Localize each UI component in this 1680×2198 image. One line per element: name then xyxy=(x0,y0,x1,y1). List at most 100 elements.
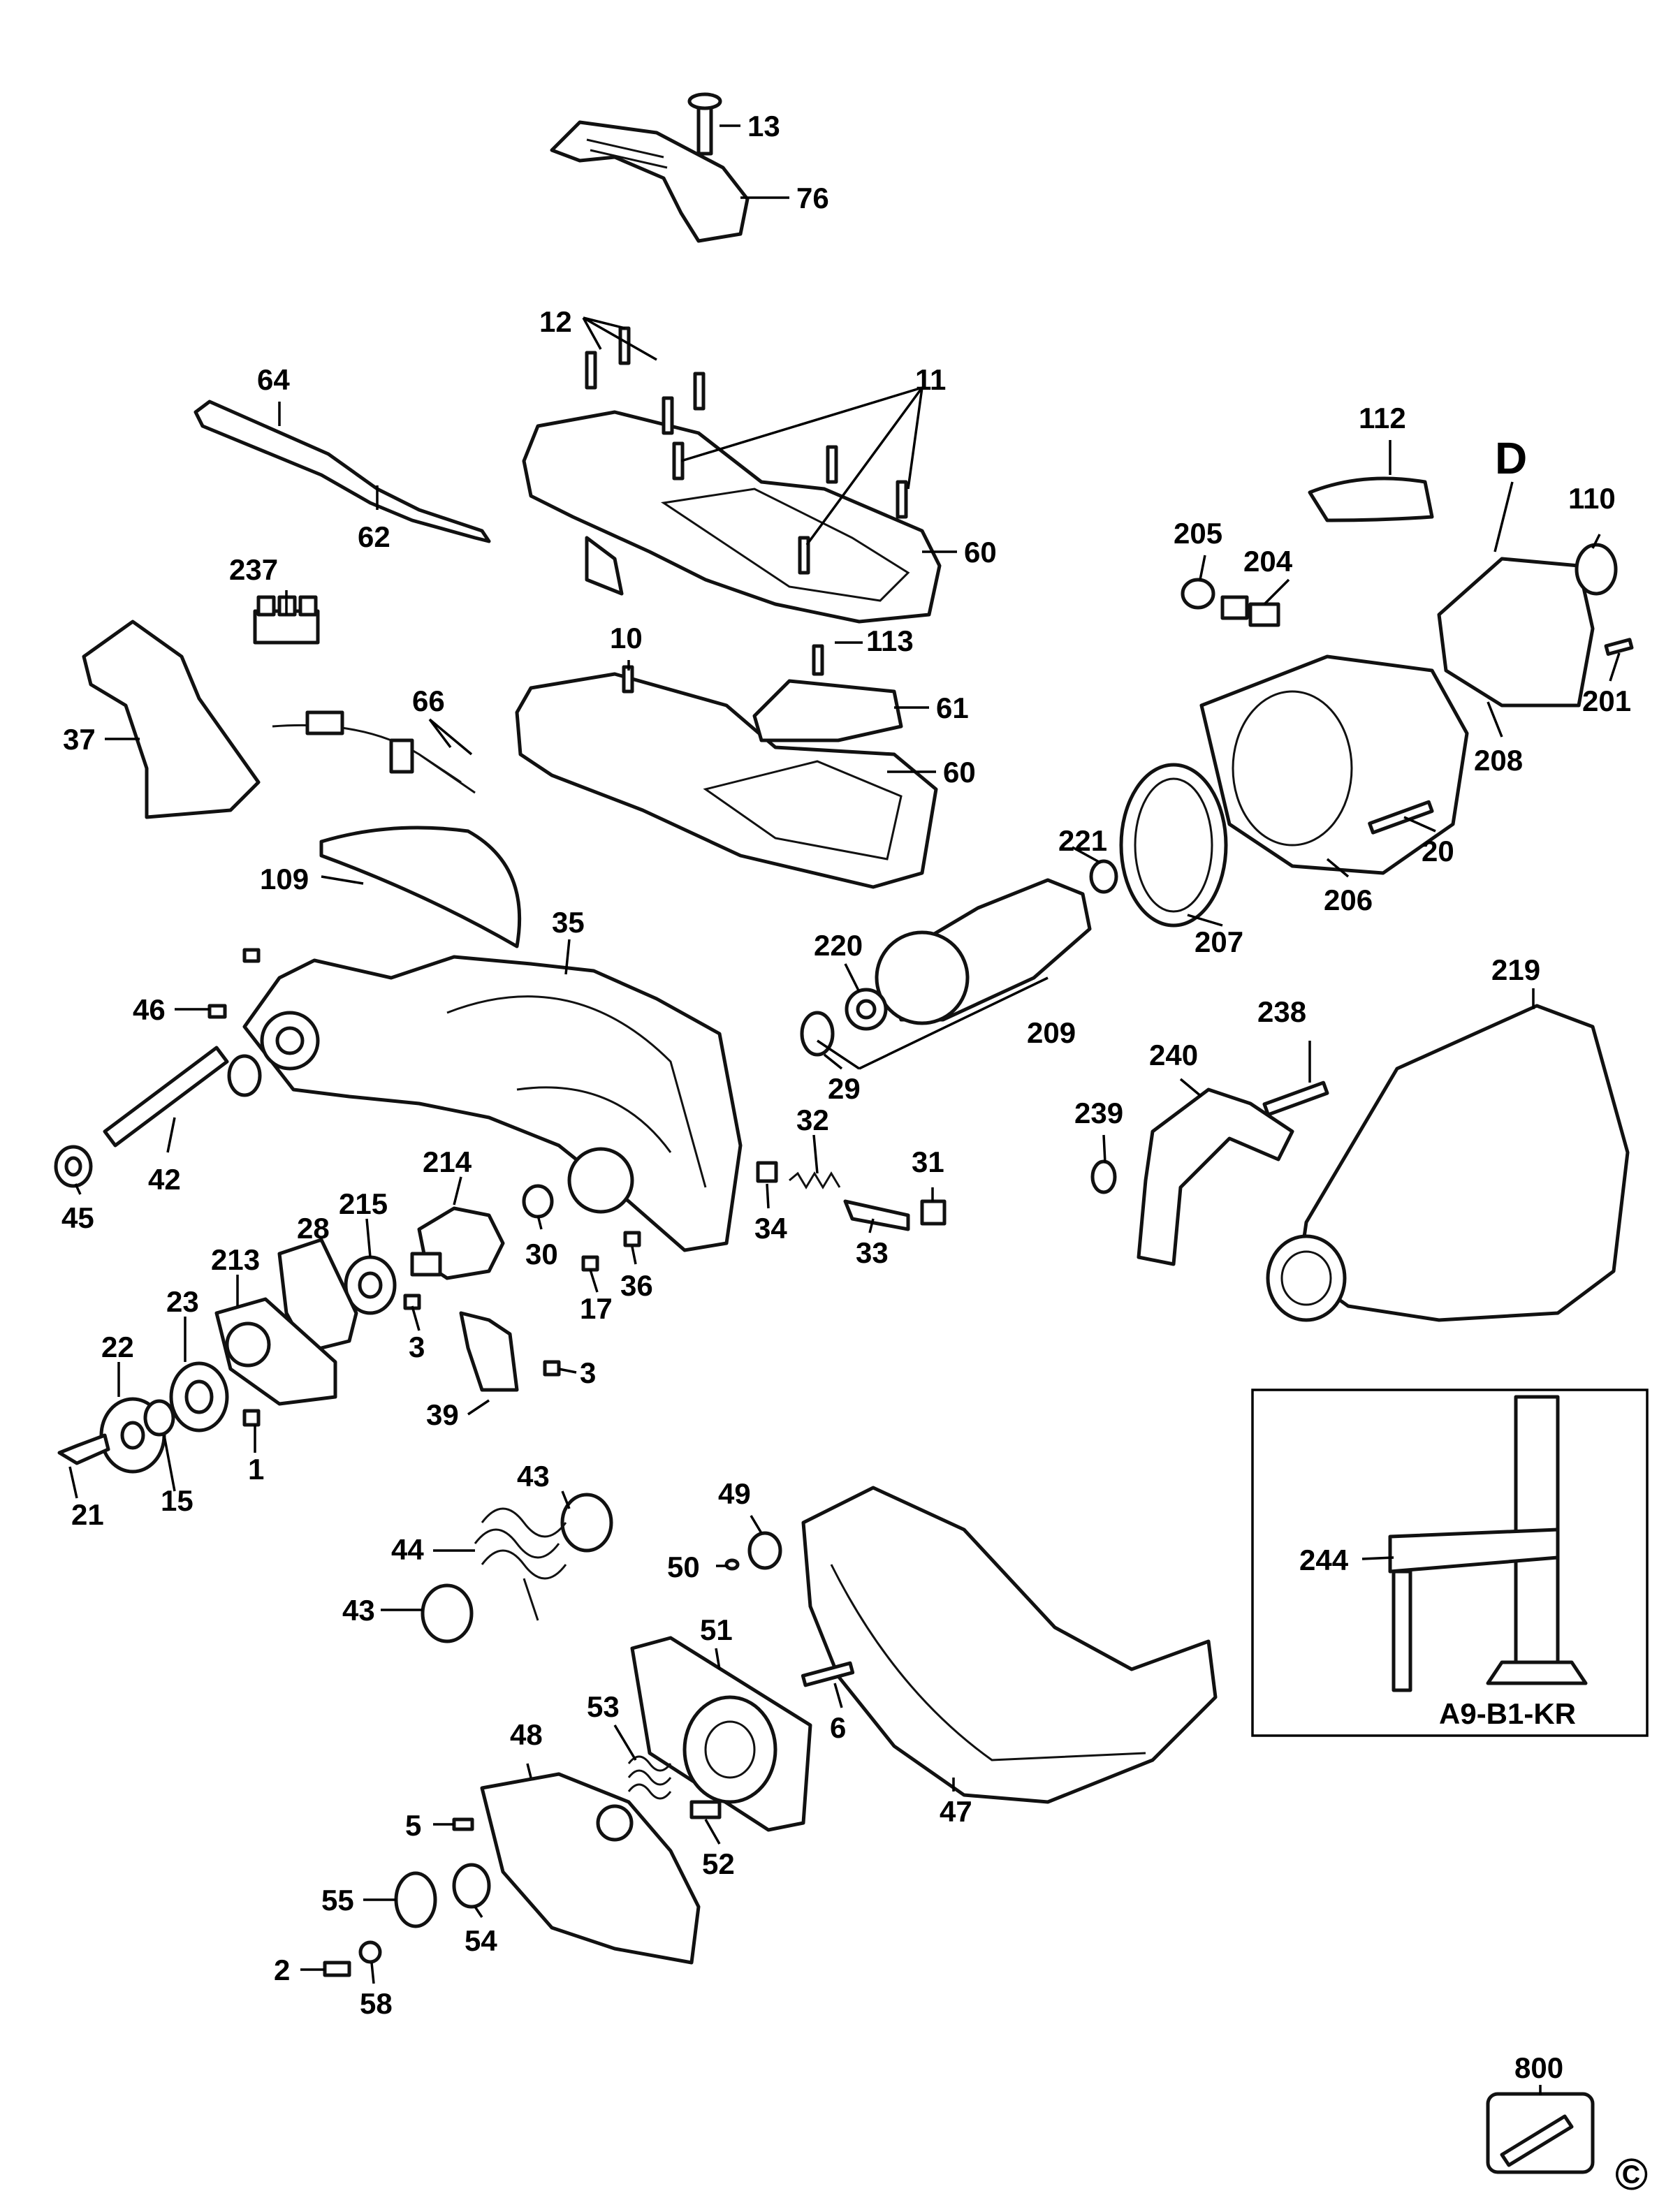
label-11: 11 xyxy=(915,363,946,396)
bearing-ring xyxy=(1119,763,1228,928)
label-3-lower: 3 xyxy=(580,1356,596,1389)
label-46: 46 xyxy=(133,993,166,1026)
motor-cap xyxy=(1437,557,1595,708)
label-35: 35 xyxy=(552,906,585,939)
label-43-upper: 43 xyxy=(517,1460,550,1493)
label-34: 34 xyxy=(754,1212,787,1245)
label-12: 12 xyxy=(539,305,572,338)
label-44: 44 xyxy=(391,1533,424,1566)
label-39: 39 xyxy=(426,1398,459,1431)
label-206: 206 xyxy=(1324,884,1373,916)
label-237: 237 xyxy=(229,553,278,586)
label-49: 49 xyxy=(718,1477,751,1510)
screws-12-11 xyxy=(585,326,908,575)
label-13: 13 xyxy=(747,110,780,142)
label-23: 23 xyxy=(166,1285,199,1318)
cable-66 xyxy=(272,724,476,794)
torsion-spring xyxy=(474,1507,567,1621)
label-201: 201 xyxy=(1582,684,1631,717)
lower-guard xyxy=(801,1486,1218,1804)
label-20: 20 xyxy=(1422,835,1454,867)
label-204: 204 xyxy=(1243,545,1293,578)
label-215: 215 xyxy=(339,1187,388,1220)
label-42: 42 xyxy=(148,1163,181,1196)
label-109: 109 xyxy=(260,863,309,895)
label-33: 33 xyxy=(856,1236,889,1269)
label-30: 30 xyxy=(525,1238,558,1270)
wrench-tool xyxy=(193,400,491,543)
label-1: 1 xyxy=(248,1453,264,1486)
label-D: D xyxy=(1495,433,1527,483)
shaft-42 xyxy=(103,1046,229,1148)
label-45: 45 xyxy=(61,1201,94,1234)
label-205: 205 xyxy=(1174,517,1222,550)
label-207: 207 xyxy=(1195,925,1243,958)
label-213: 213 xyxy=(211,1243,260,1276)
label-214: 214 xyxy=(423,1145,472,1178)
label-64: 64 xyxy=(257,363,290,396)
switch xyxy=(752,679,903,742)
label-238: 238 xyxy=(1257,995,1306,1028)
label-239: 239 xyxy=(1074,1097,1123,1129)
label-112: 112 xyxy=(1359,402,1406,434)
label-109 xyxy=(319,826,522,948)
label-219: 219 xyxy=(1491,953,1540,986)
dust-port xyxy=(82,620,261,819)
label-209: 209 xyxy=(1027,1016,1076,1049)
copyright-symbol: © xyxy=(1615,2149,1648,2198)
lever-240 xyxy=(1137,1087,1294,1266)
gasket xyxy=(277,1238,358,1354)
label-221: 221 xyxy=(1058,824,1107,857)
label-51: 51 xyxy=(700,1613,733,1646)
label-62: 62 xyxy=(358,520,390,553)
label-22: 22 xyxy=(101,1331,134,1363)
label-31: 31 xyxy=(912,1145,944,1178)
blade-guard xyxy=(480,1772,701,1965)
part-labels: 13 76 12 11 64 62 60 237 10 113 61 66 37… xyxy=(61,110,1648,2198)
label-50: 50 xyxy=(667,1551,700,1583)
label-52: 52 xyxy=(702,1847,735,1880)
spring-32 xyxy=(789,1171,841,1189)
label-54: 54 xyxy=(465,1924,497,1957)
label-28: 28 xyxy=(297,1212,330,1245)
label-5: 5 xyxy=(405,1809,421,1842)
label-76: 76 xyxy=(796,182,829,214)
label-48: 48 xyxy=(510,1718,543,1751)
arm-housing xyxy=(242,955,743,1252)
label-61: 61 xyxy=(936,691,969,724)
label-220: 220 xyxy=(814,929,863,962)
label-15: 15 xyxy=(161,1484,193,1517)
label-208: 208 xyxy=(1474,744,1523,777)
dust-bag xyxy=(1297,1004,1630,1322)
label-32: 32 xyxy=(796,1104,829,1136)
label-58: 58 xyxy=(360,1987,393,2020)
label-240: 240 xyxy=(1149,1039,1198,1071)
label-3-upper: 3 xyxy=(409,1331,425,1363)
callout-box xyxy=(1251,1389,1649,1737)
handle-grip xyxy=(550,120,750,243)
label-2: 2 xyxy=(274,1954,290,1986)
label-60-upper: 60 xyxy=(964,536,997,569)
label-36: 36 xyxy=(620,1269,653,1302)
label-53: 53 xyxy=(587,1690,620,1723)
label-47: 47 xyxy=(940,1795,972,1828)
label-66: 66 xyxy=(412,684,445,717)
leader-lines xyxy=(68,124,1621,2095)
label-29: 29 xyxy=(828,1072,861,1105)
bracket-39 xyxy=(459,1311,519,1392)
label-244: 244 xyxy=(1299,1544,1349,1576)
label-55: 55 xyxy=(321,1884,354,1917)
label-110: 110 xyxy=(1568,482,1616,515)
label-17: 17 xyxy=(580,1292,613,1325)
label-113: 113 xyxy=(866,624,914,657)
label-6: 6 xyxy=(830,1711,846,1744)
illustrations xyxy=(54,92,1634,2174)
label-21: 21 xyxy=(71,1498,104,1531)
label-60-lower: 60 xyxy=(943,756,976,789)
callout-box-label: A9-B1-KR xyxy=(1439,1697,1576,1730)
label-37: 37 xyxy=(63,723,96,756)
label-43-lower: 43 xyxy=(342,1594,375,1627)
label-10: 10 xyxy=(610,622,643,654)
upper-housing xyxy=(522,410,942,624)
